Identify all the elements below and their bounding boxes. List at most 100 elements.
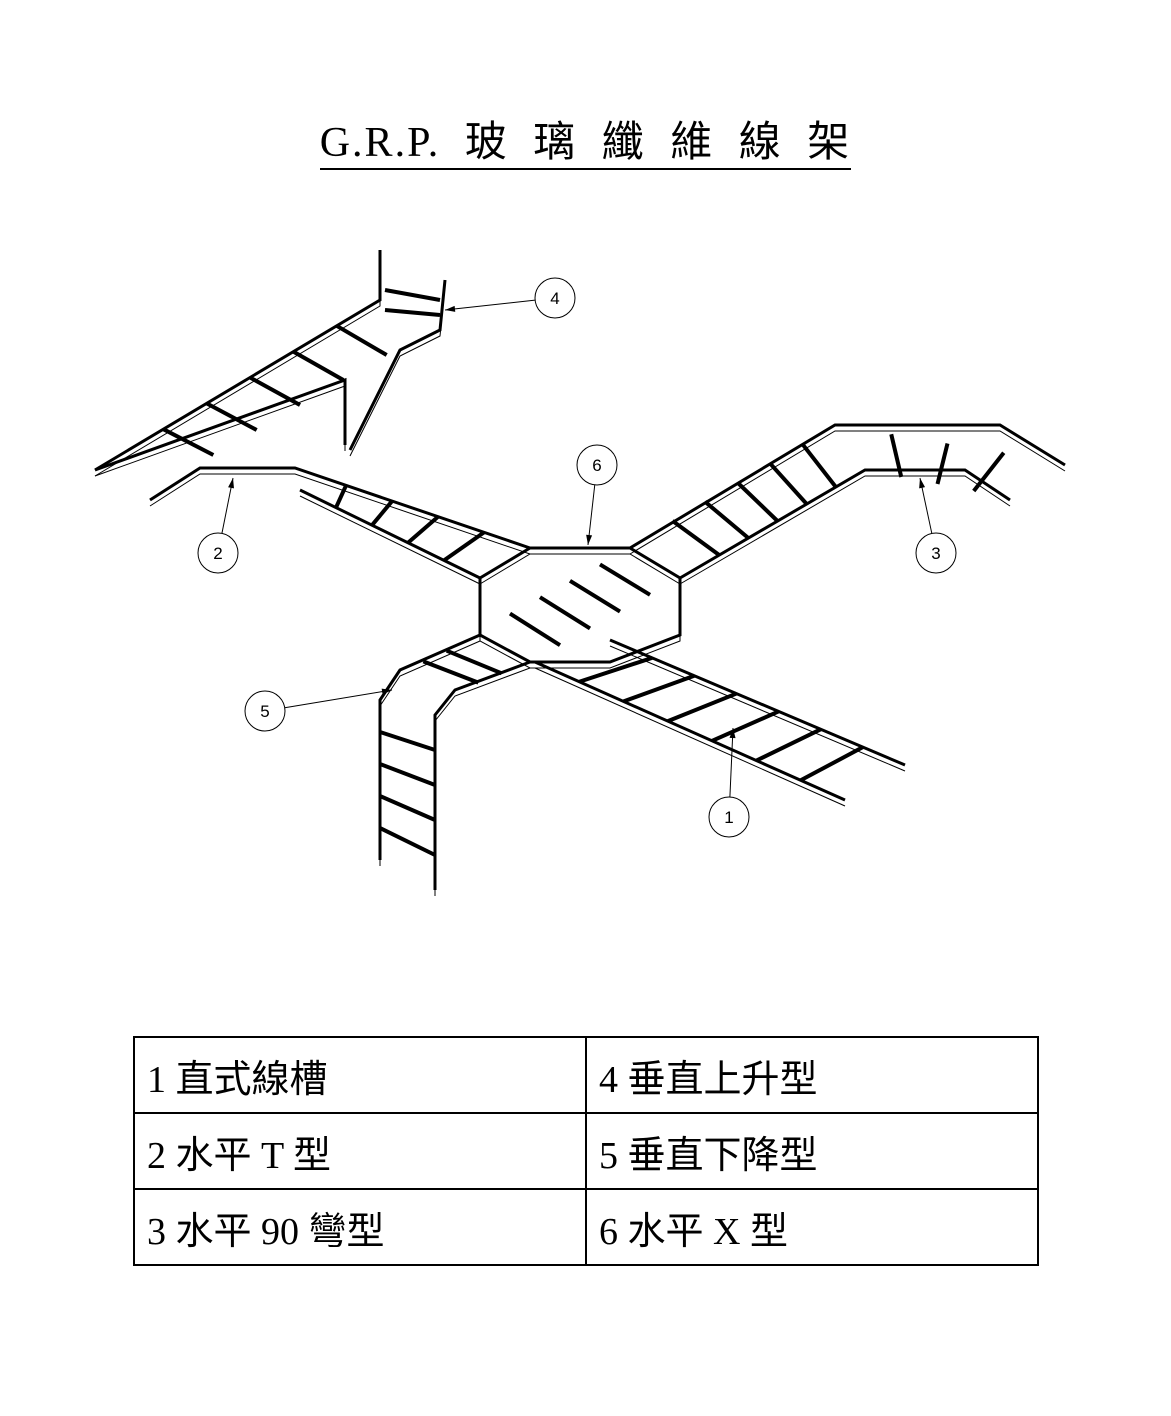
callout-number: 3 xyxy=(931,544,940,563)
straight-tray-rail-edge xyxy=(609,645,906,772)
legend-cell: 6 水平 X 型 xyxy=(585,1188,1039,1266)
rung xyxy=(335,324,388,357)
callout-number: 4 xyxy=(550,289,559,308)
x-piece-frame-edge xyxy=(479,553,681,669)
legend-cell: 5 垂直下降型 xyxy=(585,1112,1039,1190)
bend-tray-rail xyxy=(629,423,1066,550)
rung xyxy=(422,659,480,685)
rung xyxy=(370,499,394,527)
bend-tray-rail xyxy=(679,468,1011,580)
legend-row: 2 水平 T 型 5 垂直下降型 xyxy=(133,1112,1039,1190)
rung xyxy=(379,794,436,822)
arrowhead-icon xyxy=(586,534,593,545)
callout-circle xyxy=(915,532,957,574)
x-piece-frame xyxy=(478,546,682,664)
rung xyxy=(508,611,562,647)
rung xyxy=(334,484,348,509)
rung xyxy=(384,308,441,317)
rise-tray-rail xyxy=(94,377,347,472)
bend-tray-rail-edge xyxy=(629,430,1066,555)
rung xyxy=(162,427,215,457)
callout-number: 2 xyxy=(213,544,222,563)
callout-number: 5 xyxy=(260,702,269,721)
rung xyxy=(249,375,301,407)
rung xyxy=(736,481,779,523)
rung xyxy=(799,745,864,783)
drop-tray-rail-edge xyxy=(434,667,531,896)
leader-line xyxy=(729,727,734,798)
callout-4: 4 xyxy=(444,277,576,319)
callout-5: 5 xyxy=(244,688,393,732)
rung xyxy=(406,515,440,545)
rung xyxy=(703,500,750,540)
drop-tray-rail xyxy=(433,660,531,890)
rise-tray-rail-edge xyxy=(349,285,446,457)
cable-tray-diagram: 1 2 3 4 5 6 xyxy=(94,250,1066,896)
arrowhead-icon xyxy=(729,728,736,739)
drop-tray-rail-edge xyxy=(379,640,481,866)
rung xyxy=(935,443,950,485)
straight-tray-rail xyxy=(534,660,846,802)
rung xyxy=(800,442,838,489)
rise-tray-rail-edge xyxy=(94,256,381,477)
arrowhead-icon xyxy=(381,688,392,695)
rung xyxy=(384,288,441,302)
callout-circle xyxy=(576,444,618,486)
rung xyxy=(768,461,809,506)
callout-2: 2 xyxy=(197,477,239,574)
leader-line xyxy=(444,299,536,311)
rung xyxy=(755,727,822,763)
callout-circle xyxy=(244,690,286,732)
callout-number: 1 xyxy=(724,808,733,827)
legend-cell: 4 垂直上升型 xyxy=(585,1036,1039,1114)
callout-group: 1 2 3 4 5 6 xyxy=(197,277,957,838)
rise-tray-rail-edge xyxy=(94,385,346,477)
rung xyxy=(442,530,486,563)
rung xyxy=(538,595,592,631)
rung xyxy=(205,401,258,432)
callout-1: 1 xyxy=(708,727,750,838)
rung xyxy=(379,762,436,787)
rung xyxy=(889,433,904,478)
tray-drawing xyxy=(94,250,1066,896)
rung xyxy=(379,826,436,857)
callout-6: 6 xyxy=(576,444,618,546)
rung xyxy=(578,655,653,684)
rise-tray-rail xyxy=(348,279,447,451)
callout-circle xyxy=(197,532,239,574)
callout-circle xyxy=(708,796,750,838)
page-title: G.R.P. 玻 璃 纖 維 線 架 xyxy=(0,108,1171,170)
legend-cell: 3 水平 90 彎型 xyxy=(133,1188,587,1266)
t-tray-rail-edge xyxy=(299,495,481,585)
rung xyxy=(379,730,436,752)
leader-line xyxy=(587,484,596,546)
legend-table: 1 直式線槽 4 垂直上升型 2 水平 T 型 5 垂直下降型 3 水平 90 … xyxy=(133,1036,1039,1266)
bend-tray-rail-edge xyxy=(679,475,1011,585)
rung xyxy=(671,519,721,557)
t-tray-rail xyxy=(299,488,481,580)
rung xyxy=(972,451,1006,493)
t-tray-rail xyxy=(149,466,531,550)
rung xyxy=(445,648,503,676)
rung xyxy=(292,349,345,382)
arrowhead-icon xyxy=(228,478,234,489)
callout-number: 6 xyxy=(592,456,601,475)
rung xyxy=(568,579,622,614)
straight-tray-rail-edge xyxy=(534,667,846,807)
legend-cell: 2 水平 T 型 xyxy=(133,1112,587,1190)
legend-row: 1 直式線槽 4 垂直上升型 xyxy=(133,1036,1039,1114)
rung xyxy=(711,709,780,743)
rise-tray-rail xyxy=(94,250,382,472)
t-tray-rail-edge xyxy=(149,473,531,555)
arrowhead-icon xyxy=(445,305,456,312)
rung xyxy=(667,691,738,723)
straight-tray-rail xyxy=(609,638,906,767)
callout-circle xyxy=(534,277,576,319)
title-text: G.R.P. 玻 璃 纖 維 線 架 xyxy=(319,120,852,170)
arrowhead-icon xyxy=(919,478,926,489)
legend-row: 3 水平 90 彎型 6 水平 X 型 xyxy=(133,1188,1039,1266)
callout-3: 3 xyxy=(915,477,957,574)
rung xyxy=(598,562,652,597)
leader-line xyxy=(284,689,393,709)
rung xyxy=(622,673,695,704)
